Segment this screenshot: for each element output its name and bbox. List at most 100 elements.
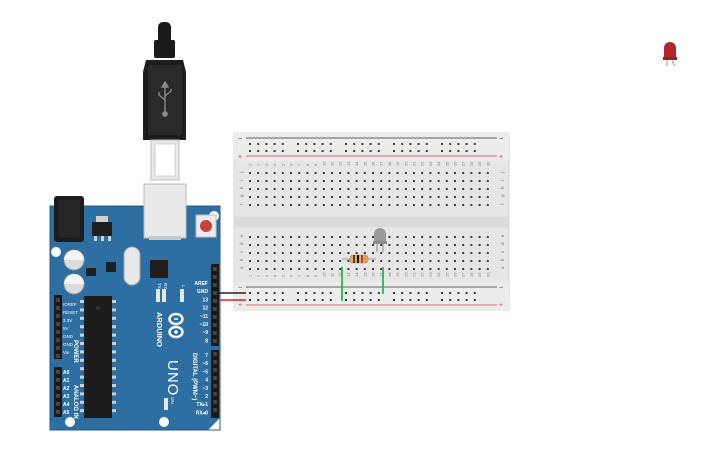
terminal-hole[interactable]: [339, 268, 342, 270]
terminal-hole[interactable]: [273, 260, 276, 262]
terminal-hole[interactable]: [388, 196, 391, 198]
terminal-hole[interactable]: [322, 188, 325, 190]
terminal-hole[interactable]: [421, 204, 424, 206]
analog-header[interactable]: [54, 367, 62, 417]
rail-hole[interactable]: [393, 299, 395, 301]
terminal-hole[interactable]: [429, 196, 432, 198]
terminal-hole[interactable]: [322, 260, 325, 262]
terminal-hole[interactable]: [372, 180, 374, 182]
rail-hole[interactable]: [393, 150, 395, 152]
terminal-hole[interactable]: [314, 268, 317, 270]
rail-hole[interactable]: [425, 292, 428, 294]
terminal-hole[interactable]: [478, 244, 481, 246]
terminal-hole[interactable]: [306, 180, 309, 182]
header-pin[interactable]: [213, 376, 217, 380]
terminal-hole[interactable]: [413, 204, 415, 206]
rail-hole[interactable]: [321, 292, 324, 294]
terminal-hole[interactable]: [290, 244, 292, 246]
terminal-hole[interactable]: [273, 268, 276, 270]
terminal-hole[interactable]: [396, 172, 399, 174]
header-pin[interactable]: [56, 314, 60, 318]
terminal-hole[interactable]: [454, 260, 456, 262]
rail-hole[interactable]: [449, 292, 452, 294]
terminal-hole[interactable]: [331, 188, 333, 190]
terminal-hole[interactable]: [380, 244, 383, 246]
terminal-hole[interactable]: [265, 260, 268, 262]
rail-hole[interactable]: [265, 299, 268, 301]
header-pin[interactable]: [213, 283, 217, 287]
terminal-hole[interactable]: [462, 268, 465, 270]
terminal-hole[interactable]: [355, 188, 358, 190]
terminal-hole[interactable]: [462, 252, 465, 254]
terminal-hole[interactable]: [281, 236, 284, 238]
terminal-hole[interactable]: [454, 268, 456, 270]
terminal-hole[interactable]: [470, 188, 473, 190]
terminal-hole[interactable]: [396, 260, 399, 262]
terminal-hole[interactable]: [429, 260, 432, 262]
rail-hole[interactable]: [369, 150, 372, 152]
rail-hole[interactable]: [265, 143, 268, 145]
terminal-hole[interactable]: [372, 260, 374, 262]
terminal-hole[interactable]: [355, 252, 358, 254]
rail-hole[interactable]: [377, 299, 380, 301]
terminal-hole[interactable]: [462, 188, 465, 190]
terminal-hole[interactable]: [298, 196, 301, 198]
header-pin[interactable]: [213, 400, 217, 404]
rail-hole[interactable]: [361, 292, 364, 294]
rail-hole[interactable]: [329, 299, 332, 301]
resistor[interactable]: [342, 254, 376, 264]
terminal-hole[interactable]: [249, 204, 251, 206]
terminal-hole[interactable]: [273, 172, 276, 174]
terminal-hole[interactable]: [249, 236, 251, 238]
terminal-hole[interactable]: [454, 204, 456, 206]
terminal-hole[interactable]: [298, 260, 301, 262]
rail-hole[interactable]: [281, 299, 284, 301]
rail-hole[interactable]: [369, 299, 372, 301]
terminal-hole[interactable]: [281, 252, 284, 254]
terminal-hole[interactable]: [363, 180, 366, 182]
terminal-hole[interactable]: [380, 252, 383, 254]
terminal-hole[interactable]: [470, 196, 473, 198]
rail-hole[interactable]: [321, 143, 324, 145]
rail-hole[interactable]: [257, 299, 260, 301]
rail-hole[interactable]: [353, 292, 356, 294]
terminal-hole[interactable]: [396, 204, 399, 206]
terminal-hole[interactable]: [437, 268, 440, 270]
header-pin[interactable]: [56, 322, 60, 326]
terminal-hole[interactable]: [249, 268, 251, 270]
terminal-hole[interactable]: [470, 172, 473, 174]
terminal-hole[interactable]: [470, 252, 473, 254]
terminal-hole[interactable]: [396, 188, 399, 190]
terminal-hole[interactable]: [265, 268, 268, 270]
terminal-hole[interactable]: [380, 204, 383, 206]
terminal-hole[interactable]: [290, 204, 292, 206]
terminal-hole[interactable]: [404, 180, 407, 182]
terminal-hole[interactable]: [421, 252, 424, 254]
terminal-hole[interactable]: [355, 196, 358, 198]
terminal-hole[interactable]: [462, 204, 465, 206]
terminal-hole[interactable]: [388, 204, 391, 206]
terminal-hole[interactable]: [445, 236, 448, 238]
terminal-hole[interactable]: [347, 172, 350, 174]
terminal-hole[interactable]: [363, 268, 366, 270]
terminal-hole[interactable]: [265, 252, 268, 254]
header-pin[interactable]: [213, 307, 217, 311]
terminal-hole[interactable]: [388, 252, 391, 254]
header-pin[interactable]: [213, 331, 217, 335]
rail-hole[interactable]: [273, 150, 276, 152]
terminal-hole[interactable]: [486, 188, 489, 190]
terminal-hole[interactable]: [273, 204, 276, 206]
terminal-hole[interactable]: [339, 236, 342, 238]
terminal-hole[interactable]: [339, 172, 342, 174]
terminal-hole[interactable]: [306, 196, 309, 198]
digital-header-top[interactable]: [211, 264, 219, 346]
reset-button[interactable]: [195, 214, 217, 238]
terminal-hole[interactable]: [421, 236, 424, 238]
terminal-hole[interactable]: [445, 180, 448, 182]
rail-hole[interactable]: [329, 150, 332, 152]
rail-hole[interactable]: [257, 292, 260, 294]
terminal-hole[interactable]: [462, 180, 465, 182]
terminal-hole[interactable]: [339, 188, 342, 190]
header-pin[interactable]: [213, 384, 217, 388]
